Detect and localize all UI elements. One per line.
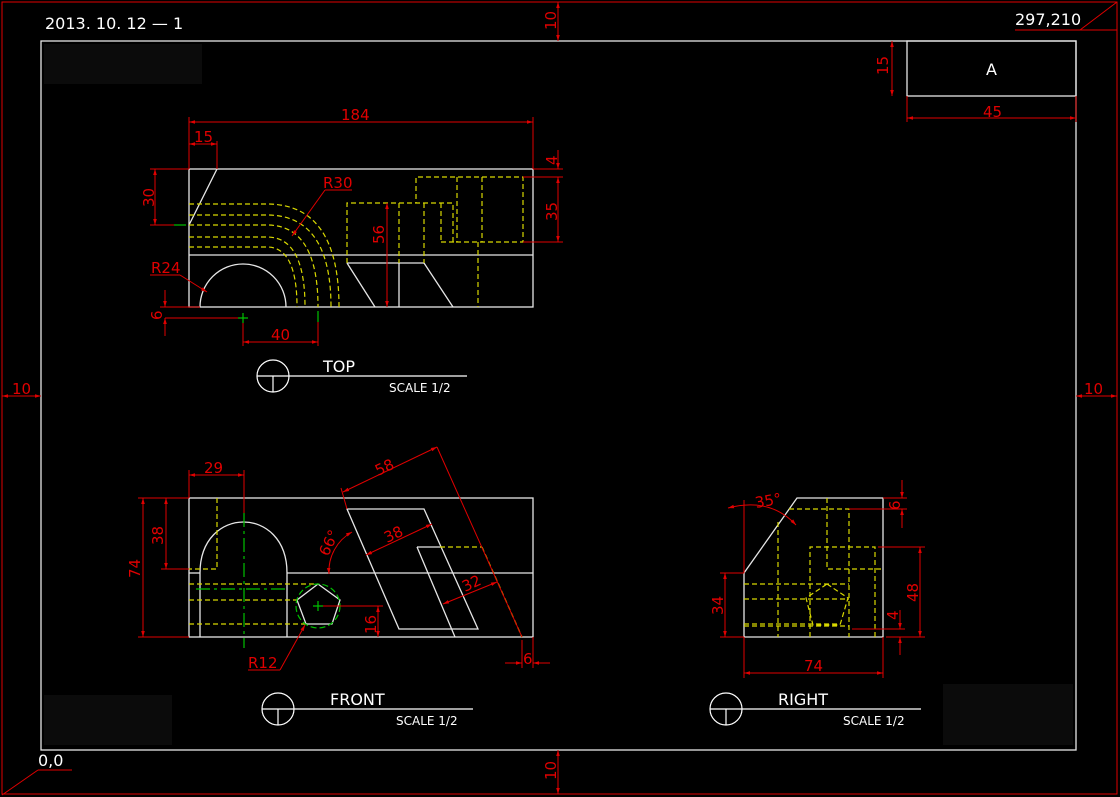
dim-4: 4 — [543, 155, 561, 165]
dim-angle-35: 35° — [754, 490, 783, 512]
title-block — [890, 40, 1077, 122]
dim-74-front: 74 — [126, 559, 144, 578]
origin-label: 0,0 — [38, 751, 63, 770]
dim-38-vertical: 38 — [149, 526, 167, 545]
dim-6-right: 6 — [886, 500, 904, 510]
dim-74-right: 74 — [804, 657, 823, 675]
view-symbol-icon — [709, 692, 921, 726]
dim-56: 56 — [370, 225, 388, 244]
paper-size-label: 297,210 — [1015, 10, 1081, 29]
front-view-scale: SCALE 1/2 — [396, 714, 458, 728]
right-view[interactable] — [720, 480, 925, 678]
top-view-label: TOP — [322, 357, 355, 376]
dim-angle-66: 66° — [315, 527, 343, 559]
redacted-area — [44, 695, 172, 745]
right-view-scale: SCALE 1/2 — [843, 714, 905, 728]
title-block-width: 45 — [983, 103, 1002, 121]
dim-30: 30 — [140, 188, 158, 207]
title-block-letter: A — [986, 60, 997, 79]
dim-r24: R24 — [151, 259, 181, 277]
dim-16: 16 — [362, 615, 380, 634]
title-block-height: 15 — [874, 56, 892, 75]
redacted-area — [943, 684, 1073, 745]
margin-left-dim: 10 — [12, 380, 31, 398]
front-view-label: FRONT — [330, 690, 385, 709]
dim-4-right: 4 — [884, 610, 902, 620]
margin-right-dim: 10 — [1084, 380, 1103, 398]
header-text: 2013. 10. 12 — 1 — [45, 14, 183, 33]
dim-6-front: 6 — [523, 650, 533, 668]
dim-40: 40 — [271, 326, 290, 344]
dim-35: 35 — [543, 202, 561, 221]
dim-34: 34 — [709, 596, 727, 615]
right-view-label: RIGHT — [778, 690, 828, 709]
pentagon-hole — [296, 583, 341, 625]
dim-6: 6 — [148, 310, 166, 320]
redacted-area — [44, 44, 202, 84]
center-mark-icon — [238, 313, 248, 323]
margin-top-dim: 10 — [542, 11, 560, 30]
dim-32: 32 — [459, 571, 484, 595]
dim-184: 184 — [341, 106, 370, 124]
dim-48: 48 — [904, 583, 922, 602]
view-symbol-icon — [261, 692, 473, 726]
dim-29: 29 — [204, 459, 223, 477]
dim-38-slot: 38 — [381, 522, 406, 546]
view-symbol-icon — [256, 359, 467, 393]
front-view[interactable] — [138, 446, 550, 671]
center-mark-icon — [313, 601, 323, 611]
margin-bottom-dim: 10 — [542, 761, 560, 780]
dim-r30: R30 — [323, 174, 353, 192]
top-view[interactable] — [150, 117, 563, 346]
top-view-scale: SCALE 1/2 — [389, 381, 451, 395]
dim-15: 15 — [194, 128, 213, 146]
dim-r12: R12 — [248, 654, 278, 672]
